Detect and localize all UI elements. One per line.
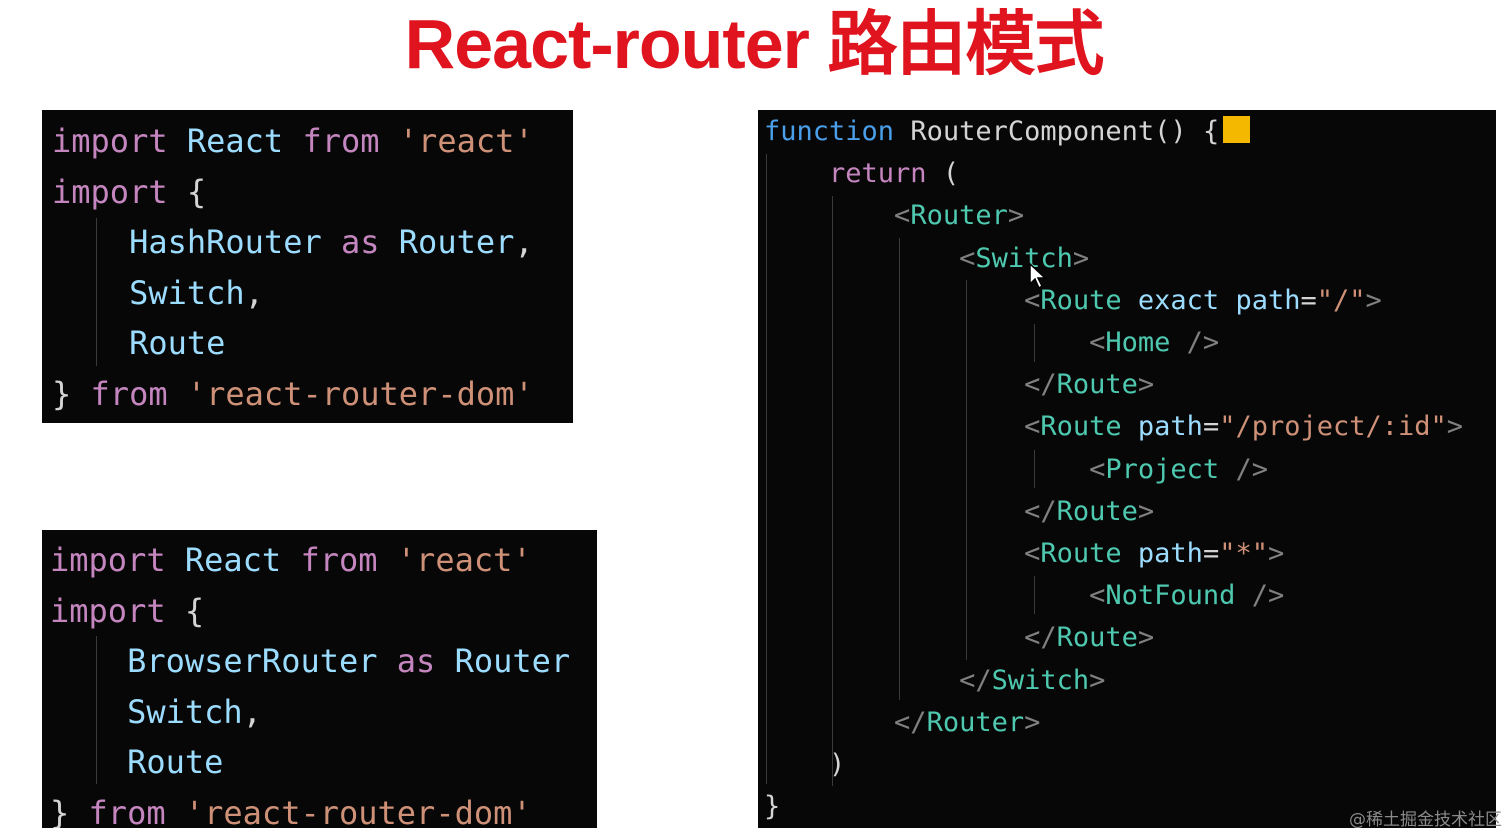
router-component-code-panel: function RouterComponent() { return ( <R… <box>758 110 1496 828</box>
code-line: HashRouter as Router, <box>129 223 534 261</box>
code-line: Route <box>129 324 226 362</box>
code-line: <Route path="*"> <box>1024 538 1285 570</box>
code-line: <NotFound /> <box>1089 580 1285 612</box>
code-line: <Project /> <box>1089 453 1268 485</box>
code-line: } from 'react-router-dom' <box>50 793 532 829</box>
indent-guide <box>966 280 967 660</box>
code-line: </Route> <box>1024 369 1155 401</box>
code-line: </Route> <box>1024 622 1155 654</box>
code-line: BrowserRouter as Router <box>127 642 571 680</box>
code-line: Route <box>127 743 224 781</box>
indent-guide <box>1034 450 1035 488</box>
code-line: </Router> <box>894 706 1041 738</box>
indent-guide <box>96 636 97 784</box>
watermark: @稀土掘金技术社区 <box>1349 810 1502 830</box>
router-component-code: function RouterComponent() { return ( <R… <box>764 111 1463 828</box>
browser-router-code: import React from 'react' import { Brows… <box>50 535 570 828</box>
indent-guide <box>899 238 900 700</box>
code-line: } from 'react-router-dom' <box>52 374 534 413</box>
slide-title: React-router 路由模式 <box>404 5 1105 83</box>
code-line: import { <box>52 172 207 211</box>
code-line: <Switch> <box>959 242 1090 274</box>
code-line: } <box>764 791 781 823</box>
code-line: return ( <box>829 158 960 190</box>
code-line: <Home /> <box>1089 327 1220 359</box>
code-line: </Switch> <box>959 664 1106 696</box>
code-line: Switch, <box>127 692 262 731</box>
code-line: </Route> <box>1024 495 1155 527</box>
cursor-marker-icon <box>1223 116 1251 143</box>
indent-guide <box>1034 576 1035 614</box>
indent-guide <box>96 218 97 366</box>
code-line: function RouterComponent() { <box>764 116 1251 147</box>
hash-router-code-panel: import React from 'react' import { HashR… <box>42 110 573 423</box>
mouse-pointer-icon <box>1029 262 1047 290</box>
indent-guide <box>766 154 767 784</box>
code-line: import React from 'react' <box>52 122 534 160</box>
indent-guide <box>1034 324 1035 362</box>
code-line: ) <box>829 749 846 781</box>
code-line: <Router> <box>894 200 1025 232</box>
code-line: <Route path="/project/:id"> <box>1024 411 1464 443</box>
code-line: import { <box>50 591 205 630</box>
code-line: <Route exact path="/"> <box>1024 284 1382 316</box>
browser-router-code-panel: import React from 'react' import { Brows… <box>42 530 597 828</box>
code-line: Switch, <box>129 273 264 312</box>
code-line: import React from 'react' <box>50 541 532 579</box>
hash-router-code: import React from 'react' import { HashR… <box>52 116 534 419</box>
indent-guide <box>832 196 833 786</box>
